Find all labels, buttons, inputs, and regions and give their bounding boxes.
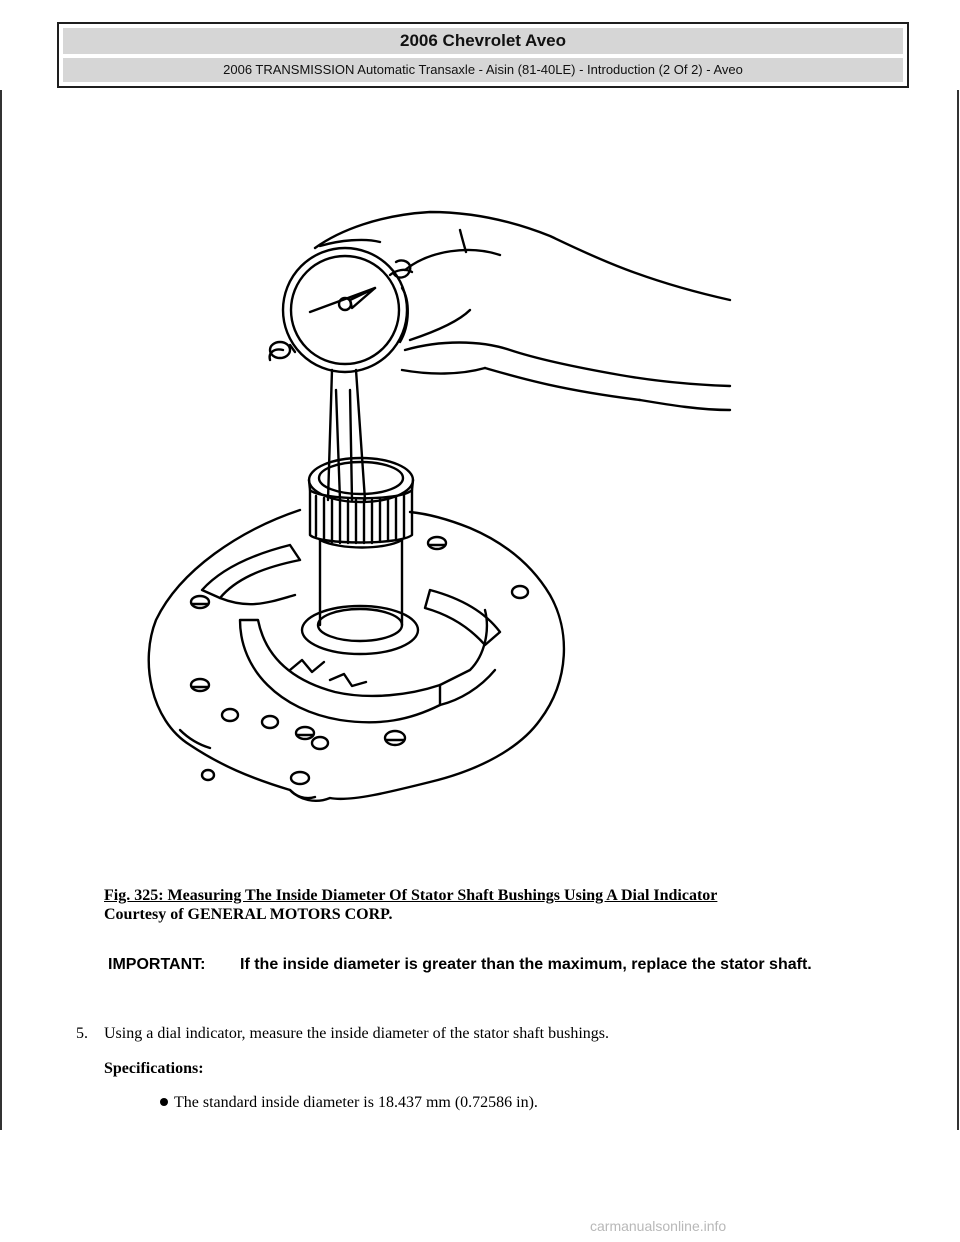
procedure-step: 5. Using a dial indicator, measure the in… bbox=[76, 1025, 609, 1043]
figure-caption: Fig. 325: Measuring The Inside Diameter … bbox=[104, 887, 718, 904]
document-header: 2006 Chevrolet Aveo 2006 TRANSMISSION Au… bbox=[57, 22, 909, 88]
page-border-left bbox=[0, 90, 2, 1130]
important-text: If the inside diameter is greater than t… bbox=[240, 956, 812, 973]
page-footer bbox=[0, 1130, 960, 1242]
pump-plate bbox=[147, 508, 566, 802]
dial-indicator-illustration bbox=[140, 200, 740, 820]
step-number: 5. bbox=[76, 1025, 88, 1042]
stator-shaft bbox=[300, 456, 420, 656]
specification-text: The standard inside diameter is 18.437 m… bbox=[174, 1094, 538, 1111]
step-text: Using a dial indicator, measure the insi… bbox=[104, 1025, 610, 1042]
document-title: 2006 Chevrolet Aveo bbox=[63, 28, 903, 54]
specification-item: The standard inside diameter is 18.437 m… bbox=[160, 1094, 538, 1112]
figure-courtesy: Courtesy of GENERAL MOTORS CORP. bbox=[104, 906, 393, 923]
bullet-icon bbox=[160, 1098, 168, 1107]
dial-indicator bbox=[268, 246, 409, 502]
document-subtitle: 2006 TRANSMISSION Automatic Transaxle - … bbox=[63, 58, 903, 82]
page-border-right bbox=[957, 90, 959, 1130]
important-label: IMPORTANT: bbox=[108, 956, 206, 973]
watermark-text: carmanualsonline.info bbox=[590, 1218, 727, 1234]
specifications-label: Specifications: bbox=[104, 1060, 204, 1077]
hand bbox=[313, 210, 732, 412]
